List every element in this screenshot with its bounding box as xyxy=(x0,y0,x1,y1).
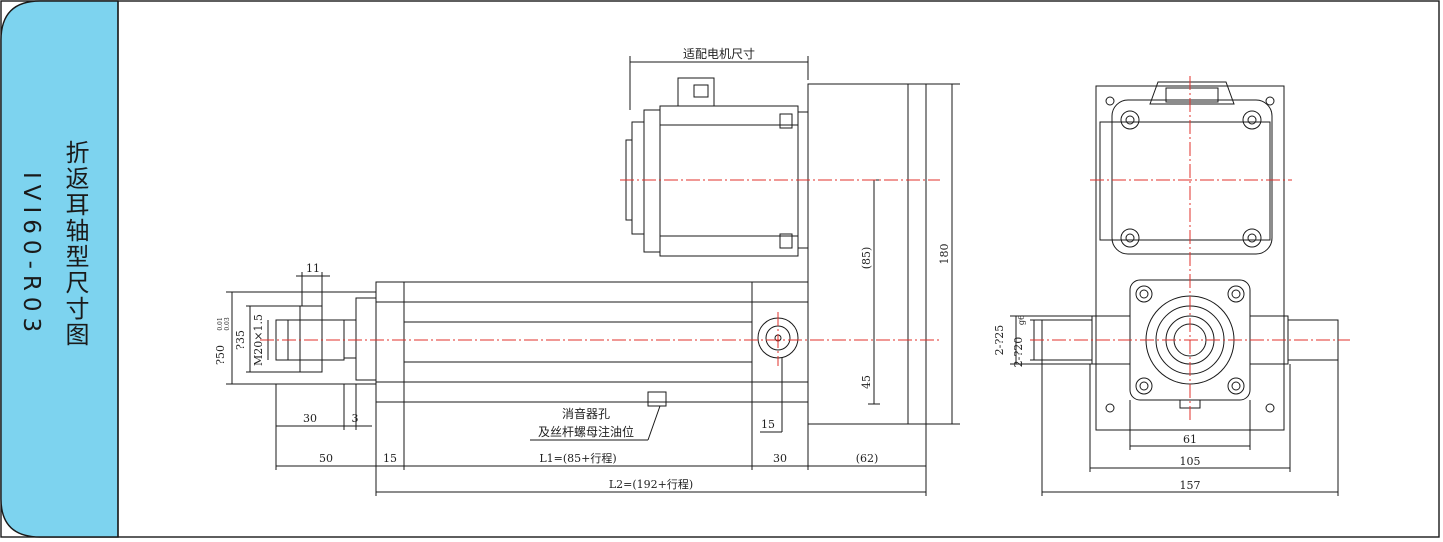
dim-30-right: 30 xyxy=(773,452,787,465)
dim-phi35: ?35 xyxy=(234,330,247,350)
dim-225-tol: g6 xyxy=(1017,315,1026,325)
dim-phi50: ?50 xyxy=(214,345,227,365)
dim-180: 180 xyxy=(938,244,951,265)
dim-105: 105 xyxy=(1180,455,1201,468)
dim-l1: L1=(85+行程) xyxy=(539,452,616,465)
side-centerlines xyxy=(1030,76,1350,420)
dim-11: 11 xyxy=(306,262,320,275)
dim-61: 61 xyxy=(1183,433,1197,446)
dim-15-left: 15 xyxy=(383,452,397,465)
model-number: IVI60-R03 xyxy=(18,172,44,339)
motor-adapter-label: 适配电机尺寸 xyxy=(683,47,755,61)
front-view xyxy=(226,56,960,496)
dim-50: 50 xyxy=(319,452,333,465)
dim-phi50-tol-lower: 0.03 xyxy=(224,317,231,331)
front-centerlines xyxy=(260,179,940,366)
dim-45: 45 xyxy=(860,375,873,389)
side-panel xyxy=(0,0,119,538)
muffler-label-2: 及丝杆螺母注油位 xyxy=(538,424,634,439)
dim-220: 2-?20 xyxy=(1012,337,1025,368)
dim-phi50-tol-upper: 0.01 xyxy=(217,317,224,330)
drawing-title: 折返耳轴型尺寸图 xyxy=(61,140,89,348)
dim-l2: L2=(192+行程) xyxy=(609,478,693,491)
dim-15-right: 15 xyxy=(761,418,775,431)
dim-85: (85) xyxy=(860,247,873,270)
dim-225: 2-?25 xyxy=(993,325,1006,356)
dim-157: 157 xyxy=(1180,479,1201,492)
dim-30-left: 30 xyxy=(303,412,317,425)
dim-3: 3 xyxy=(352,412,359,425)
dim-62: (62) xyxy=(856,452,879,465)
muffler-label-1: 消音器孔 xyxy=(562,406,610,421)
dim-m20: M20×1.5 xyxy=(252,314,265,366)
